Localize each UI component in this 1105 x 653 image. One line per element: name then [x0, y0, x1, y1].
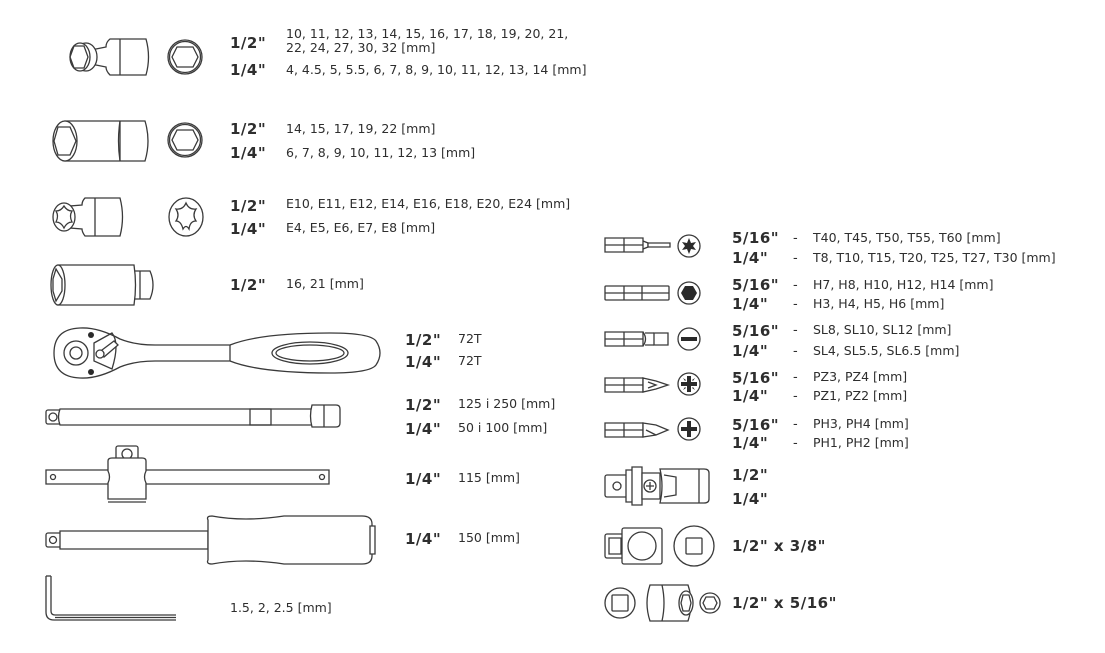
hex-bit-side-icon [604, 284, 672, 302]
drive-size: 1/4" [230, 61, 267, 79]
drive-size: 1/4" [230, 220, 267, 238]
ratchet-icon [50, 323, 386, 383]
drive-size: 1/4" [732, 490, 769, 508]
size-list: 72T [458, 331, 482, 346]
separator: - [793, 389, 798, 404]
size-list: 22, 24, 27, 30, 32 [mm] [286, 40, 436, 55]
size-list: T40, T45, T50, T55, T60 [mm] [813, 230, 1001, 245]
slotted-bit-end-icon [677, 327, 701, 351]
drive-size: 5/16" [732, 276, 780, 294]
pozidriv-bit-side-icon [604, 376, 672, 394]
phillips-bit-side-icon [604, 421, 672, 439]
drive-size: 5/16" [732, 229, 780, 247]
torx-bit-end-icon [677, 234, 701, 258]
drive-size: 1/4" [732, 434, 769, 452]
hex-key-icon [44, 574, 184, 626]
size-list: E4, E5, E6, E7, E8 [mm] [286, 220, 436, 235]
deep-socket-side-icon [45, 117, 155, 165]
sliding-t-bar-icon [44, 443, 344, 505]
drive-size: 1/4" [405, 530, 442, 548]
drive-size: 1/4" [405, 353, 442, 371]
drive-size: 5/16" [732, 369, 780, 387]
drive-size: 1/4" [405, 420, 442, 438]
drive-size: 1/4" [230, 144, 267, 162]
separator: - [793, 370, 798, 385]
etorx-socket-side-icon [50, 196, 130, 238]
hex-socket-end-icon [167, 122, 203, 158]
drive-size: 1/4" [732, 249, 769, 267]
size-list: 1.5, 2, 2.5 [mm] [230, 600, 332, 615]
drive-size: 1/2" [230, 34, 267, 52]
drive-size: 1/2" [405, 396, 442, 414]
drive-size: 1/2" [405, 331, 442, 349]
drive-size: 5/16" [732, 416, 780, 434]
separator: - [793, 297, 798, 312]
reducer-adapter-end-icon [673, 525, 715, 567]
drive-size: 1/2" x 5/16" [732, 594, 837, 612]
torx-bit-side-icon [604, 236, 672, 254]
extension-bar-icon [44, 403, 356, 429]
drive-size: 1/2" [230, 276, 267, 294]
hex-bit-end-icon [677, 281, 701, 305]
size-list: 72T [458, 353, 482, 368]
separator: - [793, 251, 798, 266]
drive-size: 1/2" [230, 197, 267, 215]
drive-size: 1/4" [732, 342, 769, 360]
separator: - [793, 436, 798, 451]
bit-adapter-hex-end-icon [699, 592, 721, 614]
drive-size: 1/4" [732, 387, 769, 405]
drive-size: 5/16" [732, 322, 780, 340]
etorx-socket-end-icon [168, 197, 204, 237]
size-list: PZ1, PZ2 [mm] [813, 388, 908, 403]
size-list: SL4, SL5.5, SL6.5 [mm] [813, 343, 960, 358]
size-list: 6, 7, 8, 9, 10, 11, 12, 13 [mm] [286, 145, 476, 160]
size-list: 125 i 250 [mm] [458, 396, 556, 411]
drive-size: 1/2" x 3/8" [732, 537, 826, 555]
separator: - [793, 323, 798, 338]
reducer-adapter-side-icon [604, 526, 666, 566]
pozidriv-bit-end-icon [677, 372, 701, 396]
bit-adapter-side-icon [640, 583, 700, 623]
hex-socket-end-icon [167, 39, 203, 75]
drive-size: 1/4" [405, 470, 442, 488]
size-list: 16, 21 [mm] [286, 276, 364, 291]
size-list: H3, H4, H5, H6 [mm] [813, 296, 945, 311]
drive-size: 1/2" [732, 466, 769, 484]
size-list: 10, 11, 12, 13, 14, 15, 16, 17, 18, 19, … [286, 26, 569, 41]
size-list: 4, 4.5, 5, 5.5, 6, 7, 8, 9, 10, 11, 12, … [286, 62, 587, 77]
size-list: PH3, PH4 [mm] [813, 416, 909, 431]
size-list: T8, T10, T15, T20, T25, T27, T30 [mm] [813, 250, 1056, 265]
bit-adapter-square-end-icon [604, 587, 636, 619]
size-list: 50 i 100 [mm] [458, 420, 548, 435]
universal-joint-icon [604, 465, 714, 507]
separator: - [793, 417, 798, 432]
size-list: PH1, PH2 [mm] [813, 435, 909, 450]
spark-plug-socket-icon [50, 263, 160, 307]
size-list: 150 [mm] [458, 530, 520, 545]
standard-socket-side-icon [50, 33, 155, 81]
drive-size: 1/4" [732, 295, 769, 313]
phillips-bit-end-icon [677, 417, 701, 441]
size-list: 14, 15, 17, 19, 22 [mm] [286, 121, 436, 136]
drive-size: 1/2" [230, 120, 267, 138]
separator: - [793, 278, 798, 293]
size-list: PZ3, PZ4 [mm] [813, 369, 908, 384]
spinner-handle-icon [44, 514, 384, 566]
separator: - [793, 344, 798, 359]
size-list: SL8, SL10, SL12 [mm] [813, 322, 952, 337]
size-list: E10, E11, E12, E14, E16, E18, E20, E24 [… [286, 196, 571, 211]
slotted-bit-side-icon [604, 330, 672, 348]
size-list: 115 [mm] [458, 470, 520, 485]
separator: - [793, 231, 798, 246]
size-list: H7, H8, H10, H12, H14 [mm] [813, 277, 994, 292]
